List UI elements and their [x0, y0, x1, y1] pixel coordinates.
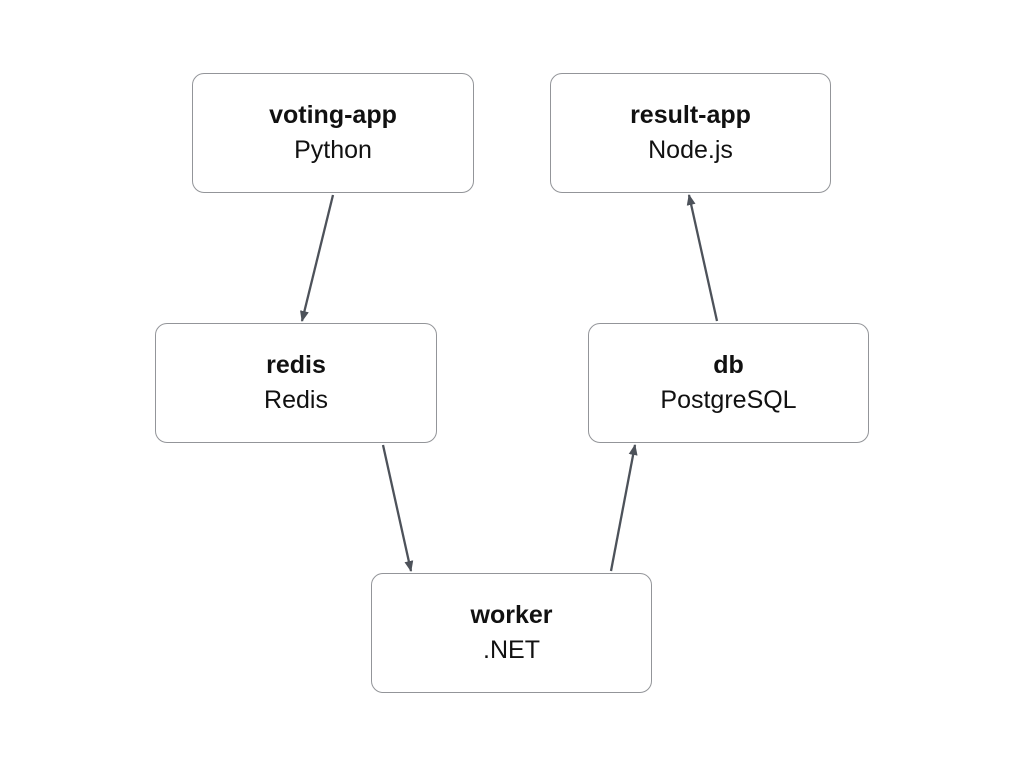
node-db-title: db	[713, 351, 744, 379]
node-db-tech: PostgreSQL	[660, 386, 797, 414]
node-voting-app: voting-app Python	[192, 73, 474, 193]
edge-db-to-result-app	[686, 194, 719, 322]
edge-worker-to-db	[609, 444, 638, 572]
node-redis-tech: Redis	[264, 386, 328, 414]
node-redis-title: redis	[266, 351, 326, 379]
node-voting-app-tech: Python	[294, 136, 372, 164]
node-worker: worker .NET	[371, 573, 652, 693]
edge-redis-to-worker	[381, 444, 414, 572]
node-worker-tech: .NET	[483, 636, 540, 664]
edge-voting-app-to-redis	[300, 194, 335, 322]
node-db: db PostgreSQL	[588, 323, 869, 443]
node-worker-title: worker	[470, 601, 553, 629]
node-voting-app-title: voting-app	[269, 101, 397, 129]
node-result-app-tech: Node.js	[648, 136, 733, 164]
node-result-app-title: result-app	[630, 101, 751, 129]
node-redis: redis Redis	[155, 323, 437, 443]
node-result-app: result-app Node.js	[550, 73, 831, 193]
